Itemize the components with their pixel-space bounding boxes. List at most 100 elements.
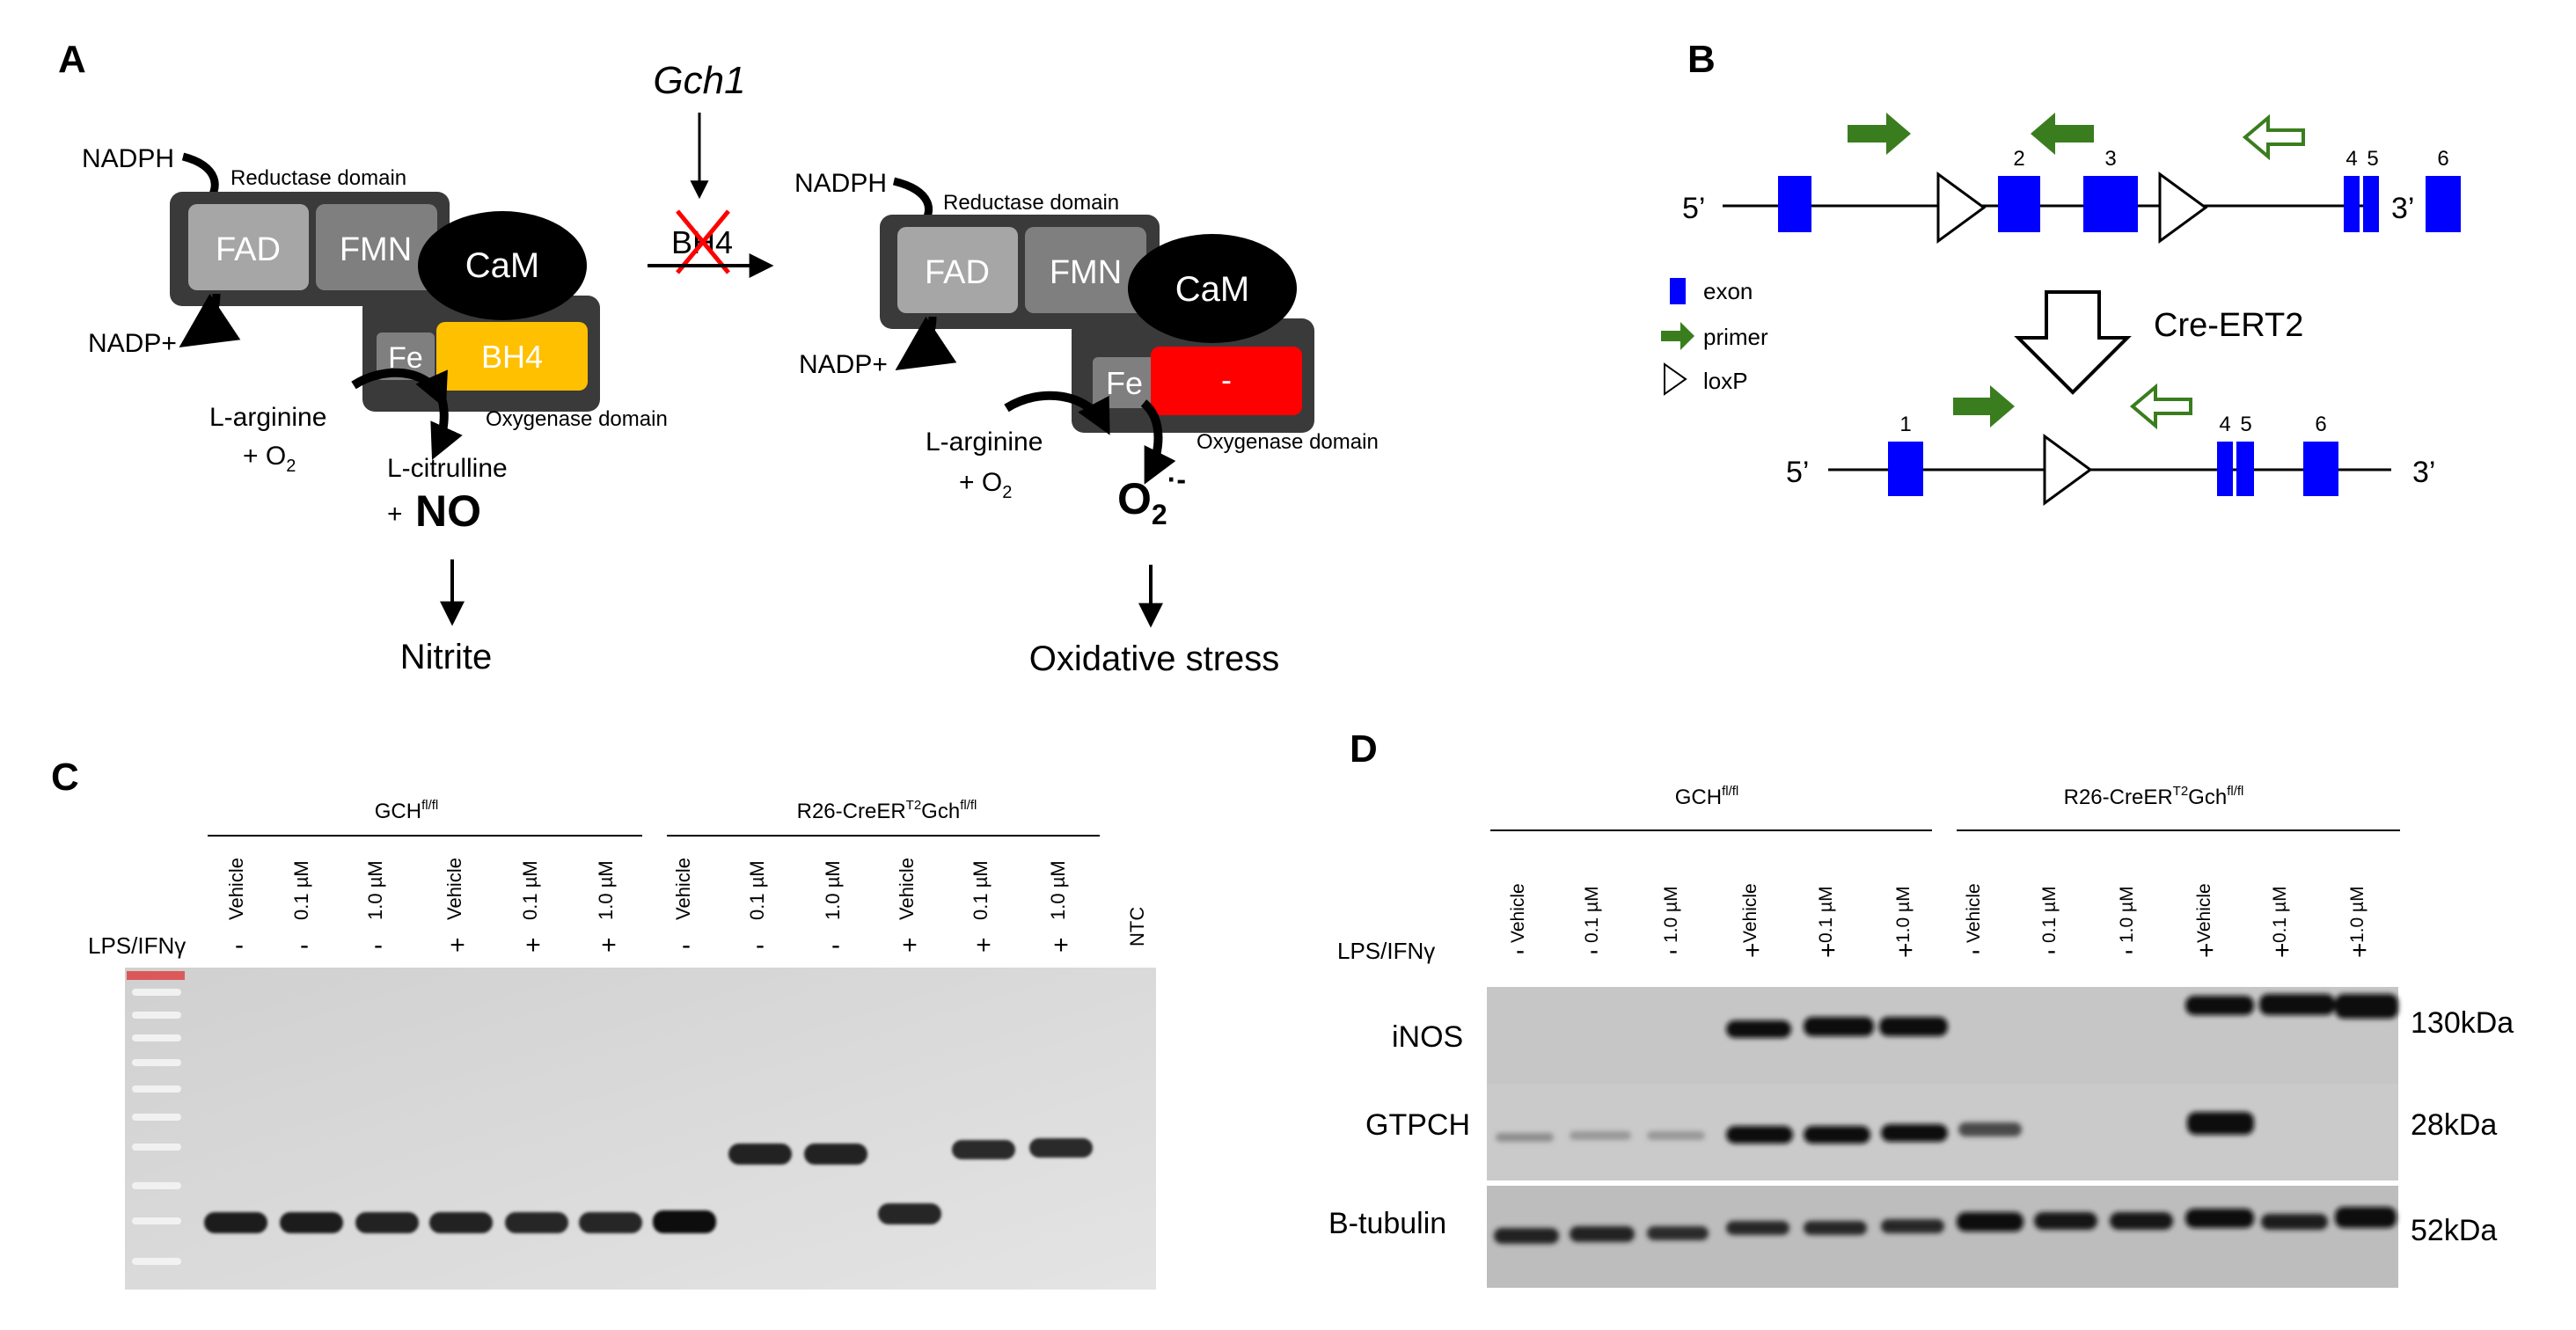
btubulin-band-lane-5 bbox=[1804, 1221, 1867, 1235]
panel-d-row-label: LPS/IFNγ bbox=[1337, 938, 1435, 964]
lps-sign: - bbox=[374, 931, 383, 960]
lps-sign: + bbox=[976, 931, 992, 960]
btubulin-band-lane-3 bbox=[1647, 1226, 1709, 1240]
panel-a: A NADPH Reductase domain FAD FMN NADP+ C… bbox=[58, 38, 1379, 678]
btubulin-band-lane-10 bbox=[2185, 1209, 2254, 1228]
gel-band-lane-9 bbox=[804, 1144, 867, 1165]
lane-label: 1.0 µM bbox=[1661, 886, 1681, 943]
exon-2-top bbox=[1998, 176, 2040, 232]
loxp-2 bbox=[2160, 174, 2206, 241]
lane-label: 1.0 µM bbox=[2117, 886, 2137, 943]
nadp-label: NADP+ bbox=[88, 329, 177, 358]
nos-uncoupled: NADPH Reductase domain FAD FMN NADP+ CaM… bbox=[794, 169, 1379, 678]
blot-size-inos: 130kDa bbox=[2411, 1006, 2514, 1040]
o2-label-right: + O2 bbox=[959, 468, 1012, 502]
btubulin-band-lane-11 bbox=[2261, 1214, 2328, 1230]
lps-sign: - bbox=[682, 931, 691, 960]
exon-4-top bbox=[2344, 176, 2360, 232]
ladder-band bbox=[132, 1144, 181, 1151]
lane-label: Vehicle bbox=[896, 858, 918, 920]
panel-b-label: B bbox=[1687, 38, 1716, 81]
lps-sign: - bbox=[1669, 936, 1678, 965]
lane-label: Vehicle bbox=[443, 858, 465, 920]
gel-band-lane-3 bbox=[355, 1212, 419, 1233]
panel-a-label: A bbox=[58, 38, 86, 81]
lps-sign: - bbox=[300, 931, 309, 960]
ladder-band bbox=[132, 1059, 181, 1066]
gtpch-band-lane-5 bbox=[1804, 1126, 1870, 1144]
oxygenase-label-right: Oxygenase domain bbox=[1197, 430, 1379, 454]
panel-d-group2: R26-CreERT2Gchfl/fl bbox=[2064, 784, 2244, 809]
panel-b: B 5’ 3’ 2 3 4 5 6 exon bbox=[1661, 38, 2461, 503]
exon-4-number-bottom: 4 bbox=[2219, 413, 2230, 436]
lps-sign: - bbox=[235, 931, 244, 960]
cam-label-right: CaM bbox=[1175, 270, 1249, 309]
fad-label-right: FAD bbox=[925, 254, 990, 291]
lane-label: Vehicle bbox=[1508, 883, 1528, 943]
lps-sign: - bbox=[1972, 936, 1980, 965]
exon-1-number: 1 bbox=[1899, 413, 1911, 436]
gel-band-lane-6 bbox=[579, 1212, 642, 1233]
oxidative-stress-label: Oxidative stress bbox=[1029, 639, 1280, 678]
lane-label: 1.0 µM bbox=[822, 860, 844, 920]
three-prime-top: 3’ bbox=[2391, 192, 2414, 225]
five-prime-top: 5’ bbox=[1682, 192, 1705, 225]
panel-d-label: D bbox=[1350, 727, 1378, 771]
exon-2-number: 2 bbox=[2013, 147, 2024, 171]
lps-sign: + bbox=[2199, 936, 2214, 965]
lps-sign: - bbox=[2047, 936, 2056, 965]
gtpch-band-lane-1 bbox=[1496, 1133, 1554, 1142]
lane-label: 0.1 µM bbox=[746, 860, 768, 920]
legend-exon-label: exon bbox=[1703, 278, 1753, 304]
exon-5-top bbox=[2363, 176, 2379, 232]
oxygenase-label: Oxygenase domain bbox=[486, 407, 668, 431]
ladder-band bbox=[132, 1012, 181, 1019]
lps-sign: + bbox=[1745, 936, 1760, 965]
gtpch-band-lane-3 bbox=[1647, 1131, 1705, 1140]
btubulin-band-lane-4 bbox=[1726, 1221, 1789, 1235]
legend-loxp-swatch bbox=[1665, 364, 1686, 394]
panel-c: C GCHfl/fl R26-CreERT2Gchfl/fl LPS/IFNγ … bbox=[51, 756, 1156, 1290]
ladder-band bbox=[132, 1034, 181, 1041]
gel-band-lane-5 bbox=[505, 1212, 568, 1233]
arginine-label: L-arginine bbox=[209, 403, 326, 432]
missing-bh4-label: - bbox=[1221, 362, 1232, 398]
inos-band-lane-10 bbox=[2185, 996, 2254, 1015]
lane-label: 0.1 µM bbox=[1816, 886, 1836, 943]
btubulin-band-lane-7 bbox=[1957, 1212, 2023, 1231]
exon-5-number-bottom: 5 bbox=[2240, 413, 2251, 436]
loxp-remaining bbox=[2045, 436, 2090, 503]
exon-3-top bbox=[2083, 176, 2138, 232]
btubulin-band-lane-6 bbox=[1881, 1219, 1944, 1233]
legend-primer-swatch bbox=[1661, 322, 1694, 350]
panel-c-ntc: NTC bbox=[1126, 907, 1148, 946]
cre-label: Cre-ERT2 bbox=[2154, 307, 2303, 344]
inos-band-lane-12 bbox=[2335, 994, 2398, 1019]
inos-band-lane-4 bbox=[1726, 1020, 1791, 1038]
primer-forward-bottom bbox=[1953, 385, 2015, 428]
nadph-label: NADPH bbox=[82, 144, 174, 173]
plus-sign: + bbox=[387, 500, 403, 529]
inos-band-lane-6 bbox=[1879, 1017, 1948, 1036]
lps-sign: + bbox=[902, 931, 918, 960]
three-prime-bottom: 3’ bbox=[2412, 456, 2435, 489]
gel-band-lane-4 bbox=[429, 1212, 493, 1233]
panel-c-label: C bbox=[51, 756, 79, 799]
lane-label: 1.0 µM bbox=[364, 860, 386, 920]
panel-c-group1: GCHfl/fl bbox=[375, 798, 439, 823]
panel-d: D GCHfl/fl R26-CreERT2Gchfl/fl LPS/IFNγ … bbox=[1328, 727, 2514, 1288]
o2-label: + O2 bbox=[243, 442, 296, 476]
lane-label: 0.1 µM bbox=[1582, 886, 1602, 943]
panel-d-group1: GCHfl/fl bbox=[1675, 784, 1739, 809]
lps-sign: + bbox=[1820, 936, 1836, 965]
gel-band-lane-1 bbox=[204, 1212, 267, 1233]
ladder-band bbox=[132, 1114, 181, 1121]
primer-reverse-top bbox=[2031, 113, 2094, 155]
primer-open-bottom bbox=[2133, 387, 2191, 426]
gel-band-lane-2 bbox=[280, 1212, 343, 1233]
exon-5-number: 5 bbox=[2367, 147, 2378, 171]
lane-label: 0.1 µM bbox=[2039, 886, 2060, 943]
lps-sign: + bbox=[2352, 936, 2367, 965]
exon-6-number-bottom: 6 bbox=[2315, 413, 2326, 436]
